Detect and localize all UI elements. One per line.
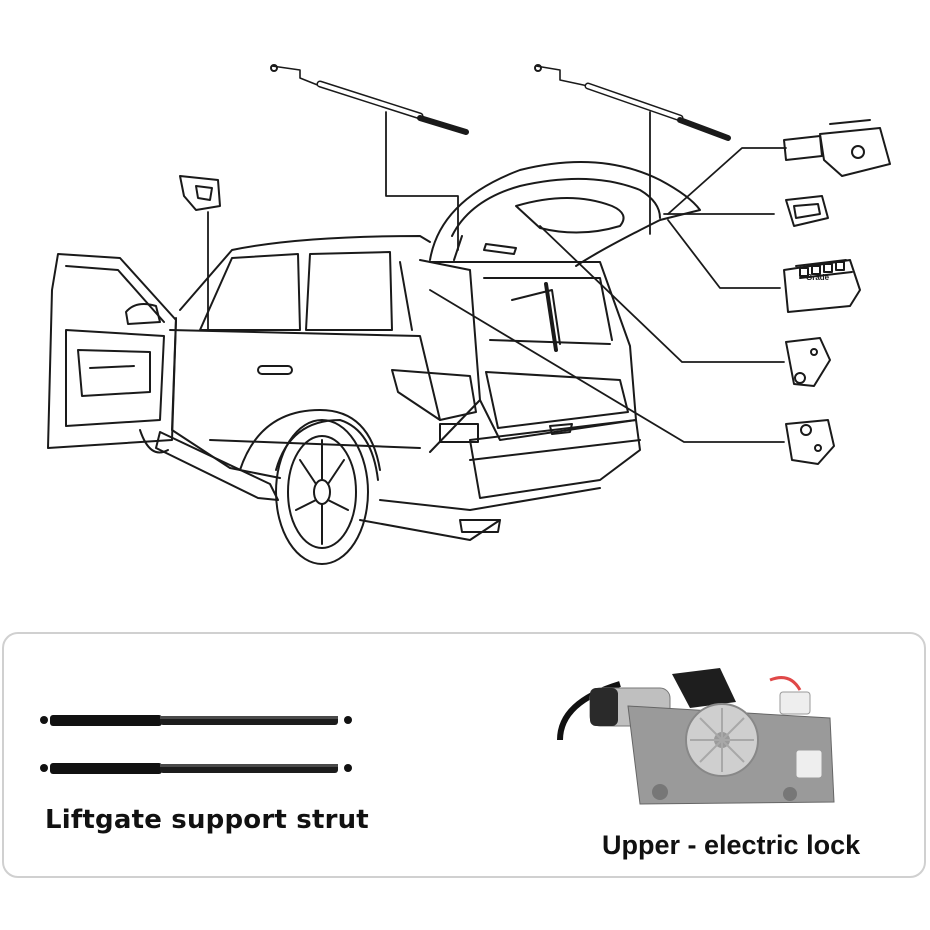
bracket-part-lower	[785, 419, 835, 465]
electric-lock-photo	[557, 668, 835, 805]
leader-lines	[207, 111, 787, 443]
lock-motor-part	[783, 119, 891, 177]
control-module-part	[783, 259, 861, 313]
strut-part-right	[534, 64, 731, 141]
car-diagram: Grade	[47, 64, 891, 565]
suv-line-drawing	[47, 161, 701, 565]
bracket-part-upper	[785, 337, 831, 387]
lock-caption: Upper - electric lock	[602, 830, 861, 860]
tailgate-switch-part	[785, 195, 829, 227]
strut-part-left	[270, 64, 469, 135]
strut-caption: Liftgate support strut	[45, 805, 369, 835]
door-button-part	[179, 175, 221, 211]
strut-photo-upper	[40, 715, 352, 726]
module-label-text: Grade	[806, 273, 830, 282]
strut-photo-lower	[40, 763, 352, 774]
parts-photos	[40, 668, 835, 805]
